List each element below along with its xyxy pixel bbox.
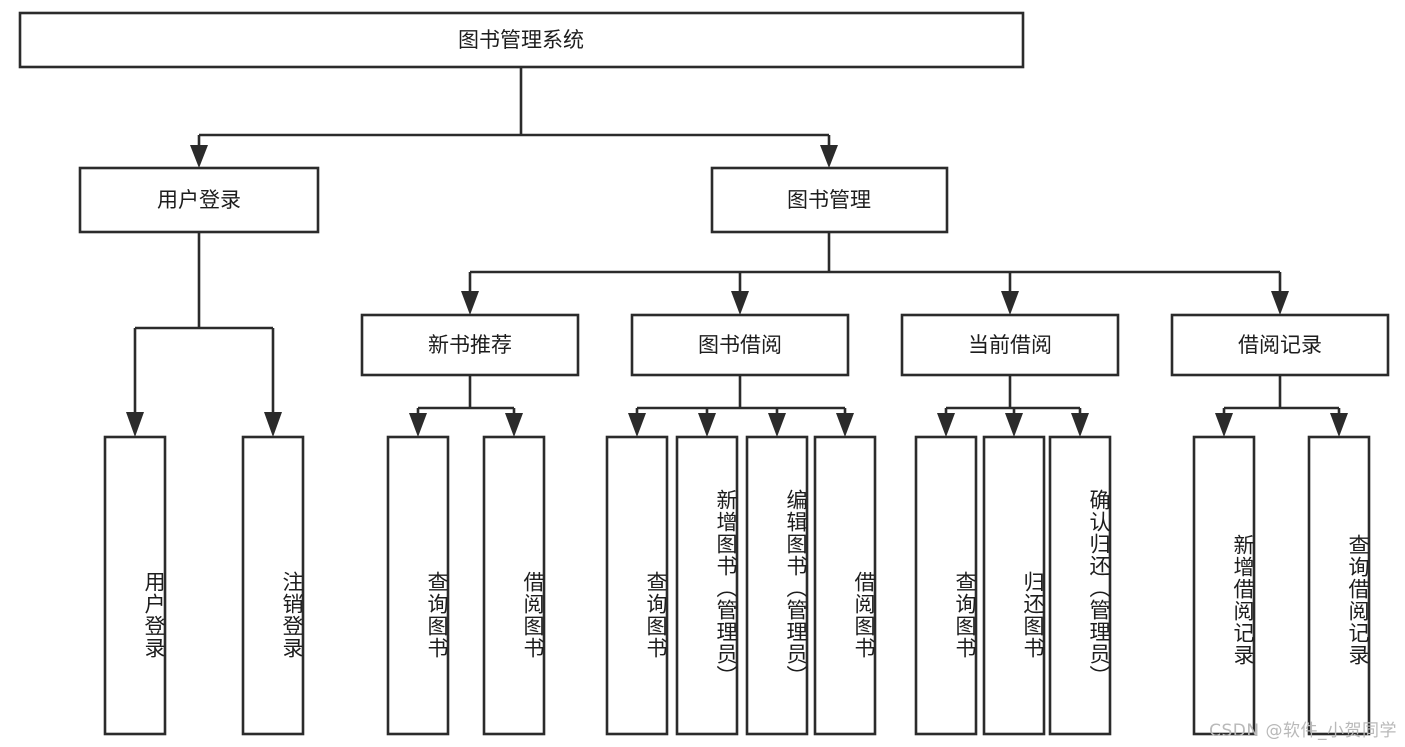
leaf-borrow-book-1-box[interactable] xyxy=(482,435,546,736)
node-new-book-recommend-box[interactable] xyxy=(360,313,580,377)
leaf-edit-book-box[interactable] xyxy=(745,435,809,736)
arrow-head-user-login xyxy=(190,145,208,168)
arrow-head-leaf-query-book-2 xyxy=(628,413,646,437)
node-current-borrow[interactable]: 当前借阅 xyxy=(900,313,1120,377)
node-current-borrow-box[interactable] xyxy=(900,313,1120,377)
arrow-head-leaf-add-book xyxy=(698,413,716,437)
leaf-add-book-box[interactable] xyxy=(675,435,739,736)
leaf-add-borrow-record-box[interactable] xyxy=(1192,435,1256,736)
arrow-head-leaf-query-borrow-record xyxy=(1330,413,1348,437)
leaf-query-book-3-box[interactable] xyxy=(914,435,978,736)
leaf-query-borrow-record-box[interactable] xyxy=(1307,435,1371,736)
arrow-head-leaf-add-borrow-record xyxy=(1215,413,1233,437)
leaf-user-login-box[interactable] xyxy=(103,435,167,736)
arrow-head-leaf-return-book xyxy=(1005,413,1023,437)
arrow-head-book-borrow xyxy=(731,291,749,315)
node-book-borrow-label: 图书借阅 xyxy=(698,333,782,357)
leaf-borrow-book-2-box[interactable] xyxy=(813,435,877,736)
leaf-query-book-2-box[interactable] xyxy=(605,435,669,736)
node-book-borrow[interactable]: 图书借阅 xyxy=(630,313,850,377)
arrow-head-book-manage xyxy=(820,145,838,168)
leaf-confirm-return-box[interactable] xyxy=(1048,435,1112,736)
node-user-login-label: 用户登录 xyxy=(157,188,241,212)
arrow-head-current-borrow xyxy=(1001,291,1019,315)
arrow-head-leaf-confirm-return xyxy=(1071,413,1089,437)
arrow-head-leaf-query-book-1 xyxy=(409,413,427,437)
arrow-head-new-book-recommend xyxy=(461,291,479,315)
arrow-head-borrow-record xyxy=(1271,291,1289,315)
arrow-head-leaf-user-login xyxy=(126,412,144,437)
leaf-return-book-box[interactable] xyxy=(982,435,1046,736)
node-borrow-record-box[interactable] xyxy=(1170,313,1390,377)
node-current-borrow-label: 当前借阅 xyxy=(968,333,1052,357)
arrow-head-leaf-borrow-book-1 xyxy=(505,413,523,437)
node-book-manage-box[interactable] xyxy=(710,166,949,234)
arrow-head-leaf-query-book-3 xyxy=(937,413,955,437)
arrow-head-leaf-edit-book xyxy=(768,413,786,437)
node-root-label: 图书管理系统 xyxy=(458,28,584,52)
node-user-login[interactable]: 用户登录 xyxy=(78,166,320,234)
arrow-head-leaf-logout-login xyxy=(264,412,282,437)
leaf-box-group xyxy=(103,435,1371,736)
leaf-logout-login-box[interactable] xyxy=(241,435,305,736)
node-user-login-box[interactable] xyxy=(78,166,320,234)
node-borrow-record-label: 借阅记录 xyxy=(1238,333,1322,357)
arrow-head-leaf-borrow-book-2 xyxy=(836,413,854,437)
node-new-book-recommend-label: 新书推荐 xyxy=(428,333,512,357)
connector-group xyxy=(126,67,1348,437)
csdn-watermark: CSDN @软件_小贺同学 xyxy=(1209,721,1397,741)
node-book-borrow-box[interactable] xyxy=(630,313,850,377)
node-book-manage[interactable]: 图书管理 xyxy=(710,166,949,234)
node-root[interactable]: 图书管理系统 xyxy=(18,11,1025,69)
node-new-book-recommend[interactable]: 新书推荐 xyxy=(360,313,580,377)
node-borrow-record[interactable]: 借阅记录 xyxy=(1170,313,1390,377)
node-root-box[interactable] xyxy=(18,11,1025,69)
node-book-manage-label: 图书管理 xyxy=(787,188,871,212)
leaf-query-book-1-box[interactable] xyxy=(386,435,450,736)
